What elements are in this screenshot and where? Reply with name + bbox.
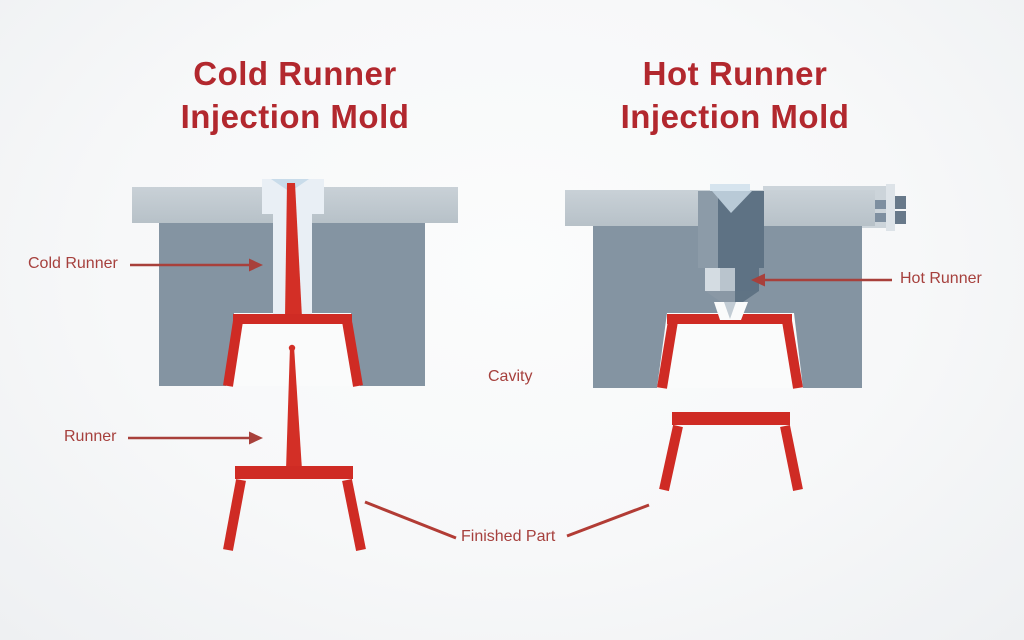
hot-mold-title-line2: Injection Mold <box>620 98 850 135</box>
cold-sprue-channel <box>285 183 302 318</box>
hot-runner-nozzle <box>698 184 764 320</box>
hot-mold-title: Hot Runner Injection Mold <box>555 52 915 138</box>
hot-cavity-opening <box>657 313 803 388</box>
cold-runner-label: Cold Runner <box>28 255 118 272</box>
runner-label: Runner <box>64 428 117 445</box>
cold-mold-graphic <box>132 179 458 551</box>
cold-mold-title-line1: Cold Runner <box>193 55 397 92</box>
finished-part-label: Finished Part <box>461 528 556 545</box>
annotation-arrows <box>128 258 892 540</box>
nozzle-tip <box>724 302 736 319</box>
cavity-label: Cavity <box>488 368 533 385</box>
cold-mold-title-line2: Injection Mold <box>180 98 410 135</box>
hot-mold-graphic <box>565 184 906 492</box>
finished-part-leaders <box>364 500 650 540</box>
ejected-sprue <box>286 346 302 470</box>
ejected-runner <box>235 466 353 479</box>
hot-runner-label: Hot Runner <box>900 270 982 287</box>
hot-mold-title-line1: Hot Runner <box>642 55 828 92</box>
cold-cavity-outline <box>223 314 363 387</box>
hot-finished-part <box>659 412 803 492</box>
cold-finished-part <box>223 344 366 551</box>
cold-mold-title: Cold Runner Injection Mold <box>115 52 475 138</box>
